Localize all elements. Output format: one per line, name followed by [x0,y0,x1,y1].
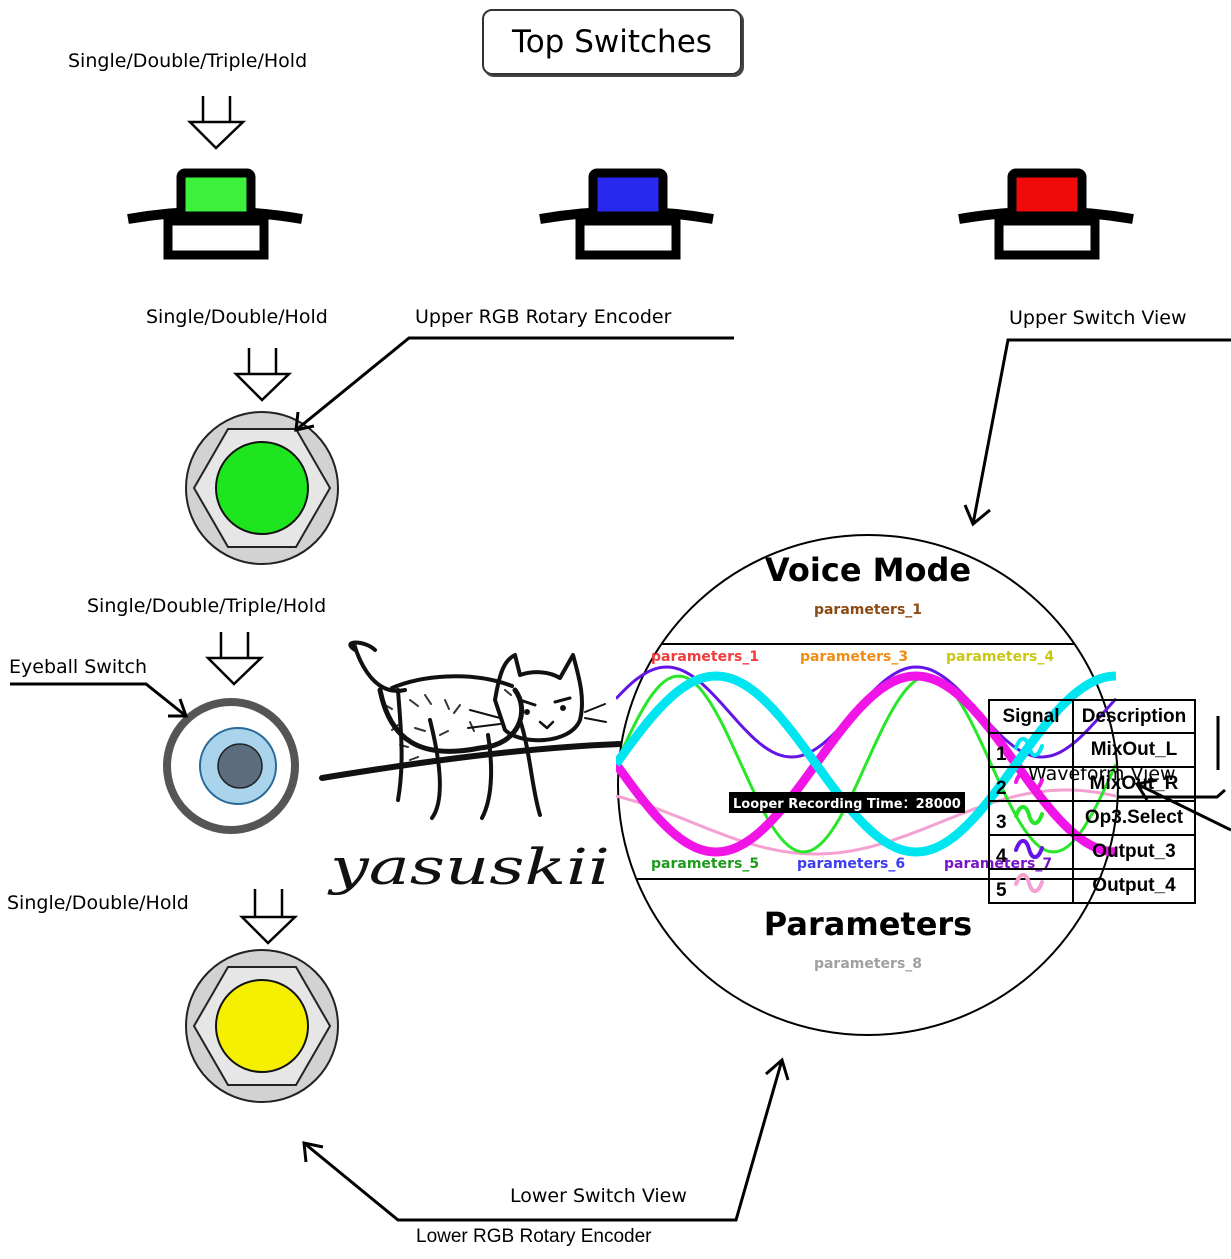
table-row: 4 Output_3 [988,834,1196,870]
top-switch-left[interactable] [127,168,303,260]
eyeball-actions-label: Single/Double/Triple/Hold [87,595,327,617]
callout-lower-switch-view [502,1057,790,1222]
voice-mode-title: Voice Mode [764,551,972,589]
lower-switch-view-label: Lower Switch View [510,1185,687,1207]
encoder-led [215,979,309,1073]
top-switch-center[interactable] [539,168,714,260]
parameters-title: Parameters [763,905,973,943]
signal-number: 1 [996,744,1007,765]
upper-rgb-rotary-encoder[interactable] [185,411,339,565]
wave-icon [1014,804,1044,826]
signal-description: MixOut_L [1072,732,1196,768]
wave-icon [1014,770,1044,792]
callout-eyeball-switch [10,682,189,718]
switch-led [588,168,668,221]
callout-upper-encoder [294,336,734,432]
wave-icon [1014,872,1044,894]
table-row: 2 MixOut_R [988,766,1196,802]
signal-description: MixOut_R [1072,766,1196,802]
down-arrow-icon [186,96,247,150]
legend-header-signal: Signal [988,699,1074,734]
legend-header-description: Description [1072,699,1196,734]
logo-text: yasuskii [327,838,610,896]
top-switches-title: Top Switches [482,9,742,75]
eyeball-switch-label: Eyeball Switch [9,656,148,678]
section-param-label: parameters_8 [813,956,923,972]
cat-logo [319,640,623,820]
signal-description: Output_4 [1072,868,1196,904]
upper-switch-view-label: Upper Switch View [1009,307,1187,329]
signal-number: 2 [996,778,1007,799]
looper-recording-time: Looper Recording Time：28000 [729,792,965,813]
top-switch-actions-label: Single/Double/Triple/Hold [68,50,308,72]
table-row: 1 MixOut_L [988,732,1196,768]
param-label-top-3: parameters_4 [946,649,1055,665]
down-arrow-icon [204,632,265,686]
switch-led [1007,168,1087,221]
top-switch-right[interactable] [958,168,1134,260]
wave-icon [1014,838,1044,860]
signal-number: 3 [996,812,1007,833]
param-label-bottom-1: parameters_5 [651,856,760,872]
signal-description: Output_3 [1072,834,1196,870]
switch-led [176,168,256,221]
lower-encoder-actions-label: Single/Double/Hold [7,892,189,914]
table-row: 3 Op3.Select [988,800,1196,836]
down-arrow-icon [232,348,293,402]
upper-encoder-label: Upper RGB Rotary Encoder [415,306,672,328]
upper-encoder-actions-label: Single/Double/Hold [146,306,328,328]
param-label-top-2: parameters_3 [800,649,909,665]
callout-upper-switch-view [963,338,1231,527]
callout-lower-encoder [302,1141,706,1222]
down-arrow-icon [238,889,299,945]
lower-encoder-label: Lower RGB Rotary Encoder [416,1226,652,1247]
lower-rgb-rotary-encoder[interactable] [185,949,339,1103]
param-label-bottom-2: parameters_6 [797,856,906,872]
signal-description: Op3.Select [1072,800,1196,836]
mode-param-label: parameters_1 [813,602,923,618]
encoder-led [215,441,309,535]
wave-icon [1014,736,1044,758]
eyeball-switch[interactable] [163,698,299,834]
signal-number: 5 [996,880,1007,901]
signal-number: 4 [996,846,1007,867]
param-label-top-1: parameters_1 [651,649,760,665]
signal-legend-table: Signal Description 1 MixOut_L 2 MixOut_R… [988,699,1196,904]
table-row: 5 Output_4 [988,868,1196,904]
